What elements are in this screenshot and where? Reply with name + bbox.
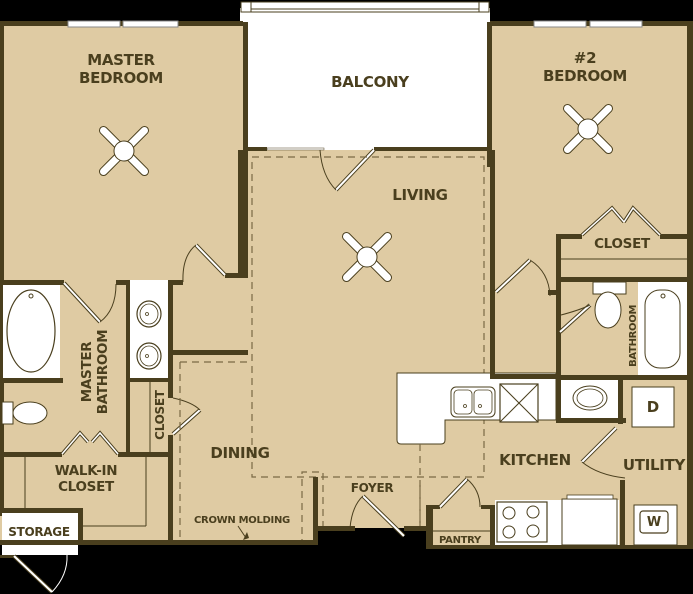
sink-icon	[136, 342, 162, 370]
dryer-label: D	[646, 398, 660, 416]
walk-in-closet-label: WALK-IN CLOSET	[54, 463, 118, 495]
crown-molding-label: CROWN MOLDING	[194, 515, 290, 526]
toilet-icon	[592, 281, 627, 329]
ceiling-fan-icon	[341, 231, 393, 283]
window-icon	[533, 20, 587, 28]
dining-label: DINING	[210, 444, 270, 462]
utility-label: UTILITY	[622, 456, 686, 474]
pantry-label: PANTRY	[439, 535, 481, 546]
toilet-icon	[1, 401, 48, 425]
dryer-icon	[631, 386, 675, 428]
window-icon	[589, 20, 643, 28]
living-label: LIVING	[392, 186, 448, 204]
balcony-label: BALCONY	[331, 73, 409, 91]
bathroom-label: BATHROOM	[628, 304, 640, 367]
storage-area	[2, 513, 78, 555]
bedroom2-label: #2 BEDROOM	[542, 49, 627, 85]
sink-icon	[572, 385, 608, 411]
master-bathroom-label: MASTER BATHROOM	[79, 329, 111, 415]
washer-label: W	[646, 514, 662, 530]
balcony-area	[240, 8, 490, 150]
refrigerator-icon	[561, 498, 618, 546]
kitchen-label: KITCHEN	[499, 451, 571, 469]
window-icon	[67, 20, 121, 28]
window-icon	[122, 20, 179, 28]
storage-label: STORAGE	[8, 525, 70, 539]
foyer-label: FOYER	[350, 481, 394, 495]
ceiling-fan-icon	[562, 103, 614, 155]
closet-hall-label: CLOSET	[152, 390, 167, 440]
bathtub-icon	[644, 289, 681, 369]
sink-icon	[450, 386, 496, 418]
closet-bedroom2-label: CLOSET	[594, 236, 650, 252]
ceiling-fan-icon	[98, 125, 150, 177]
stove-icon	[496, 501, 548, 543]
sink-icon	[136, 300, 162, 328]
master-bedroom-label: MASTER BEDROOM	[78, 51, 163, 87]
dishwasher-icon	[499, 383, 539, 423]
